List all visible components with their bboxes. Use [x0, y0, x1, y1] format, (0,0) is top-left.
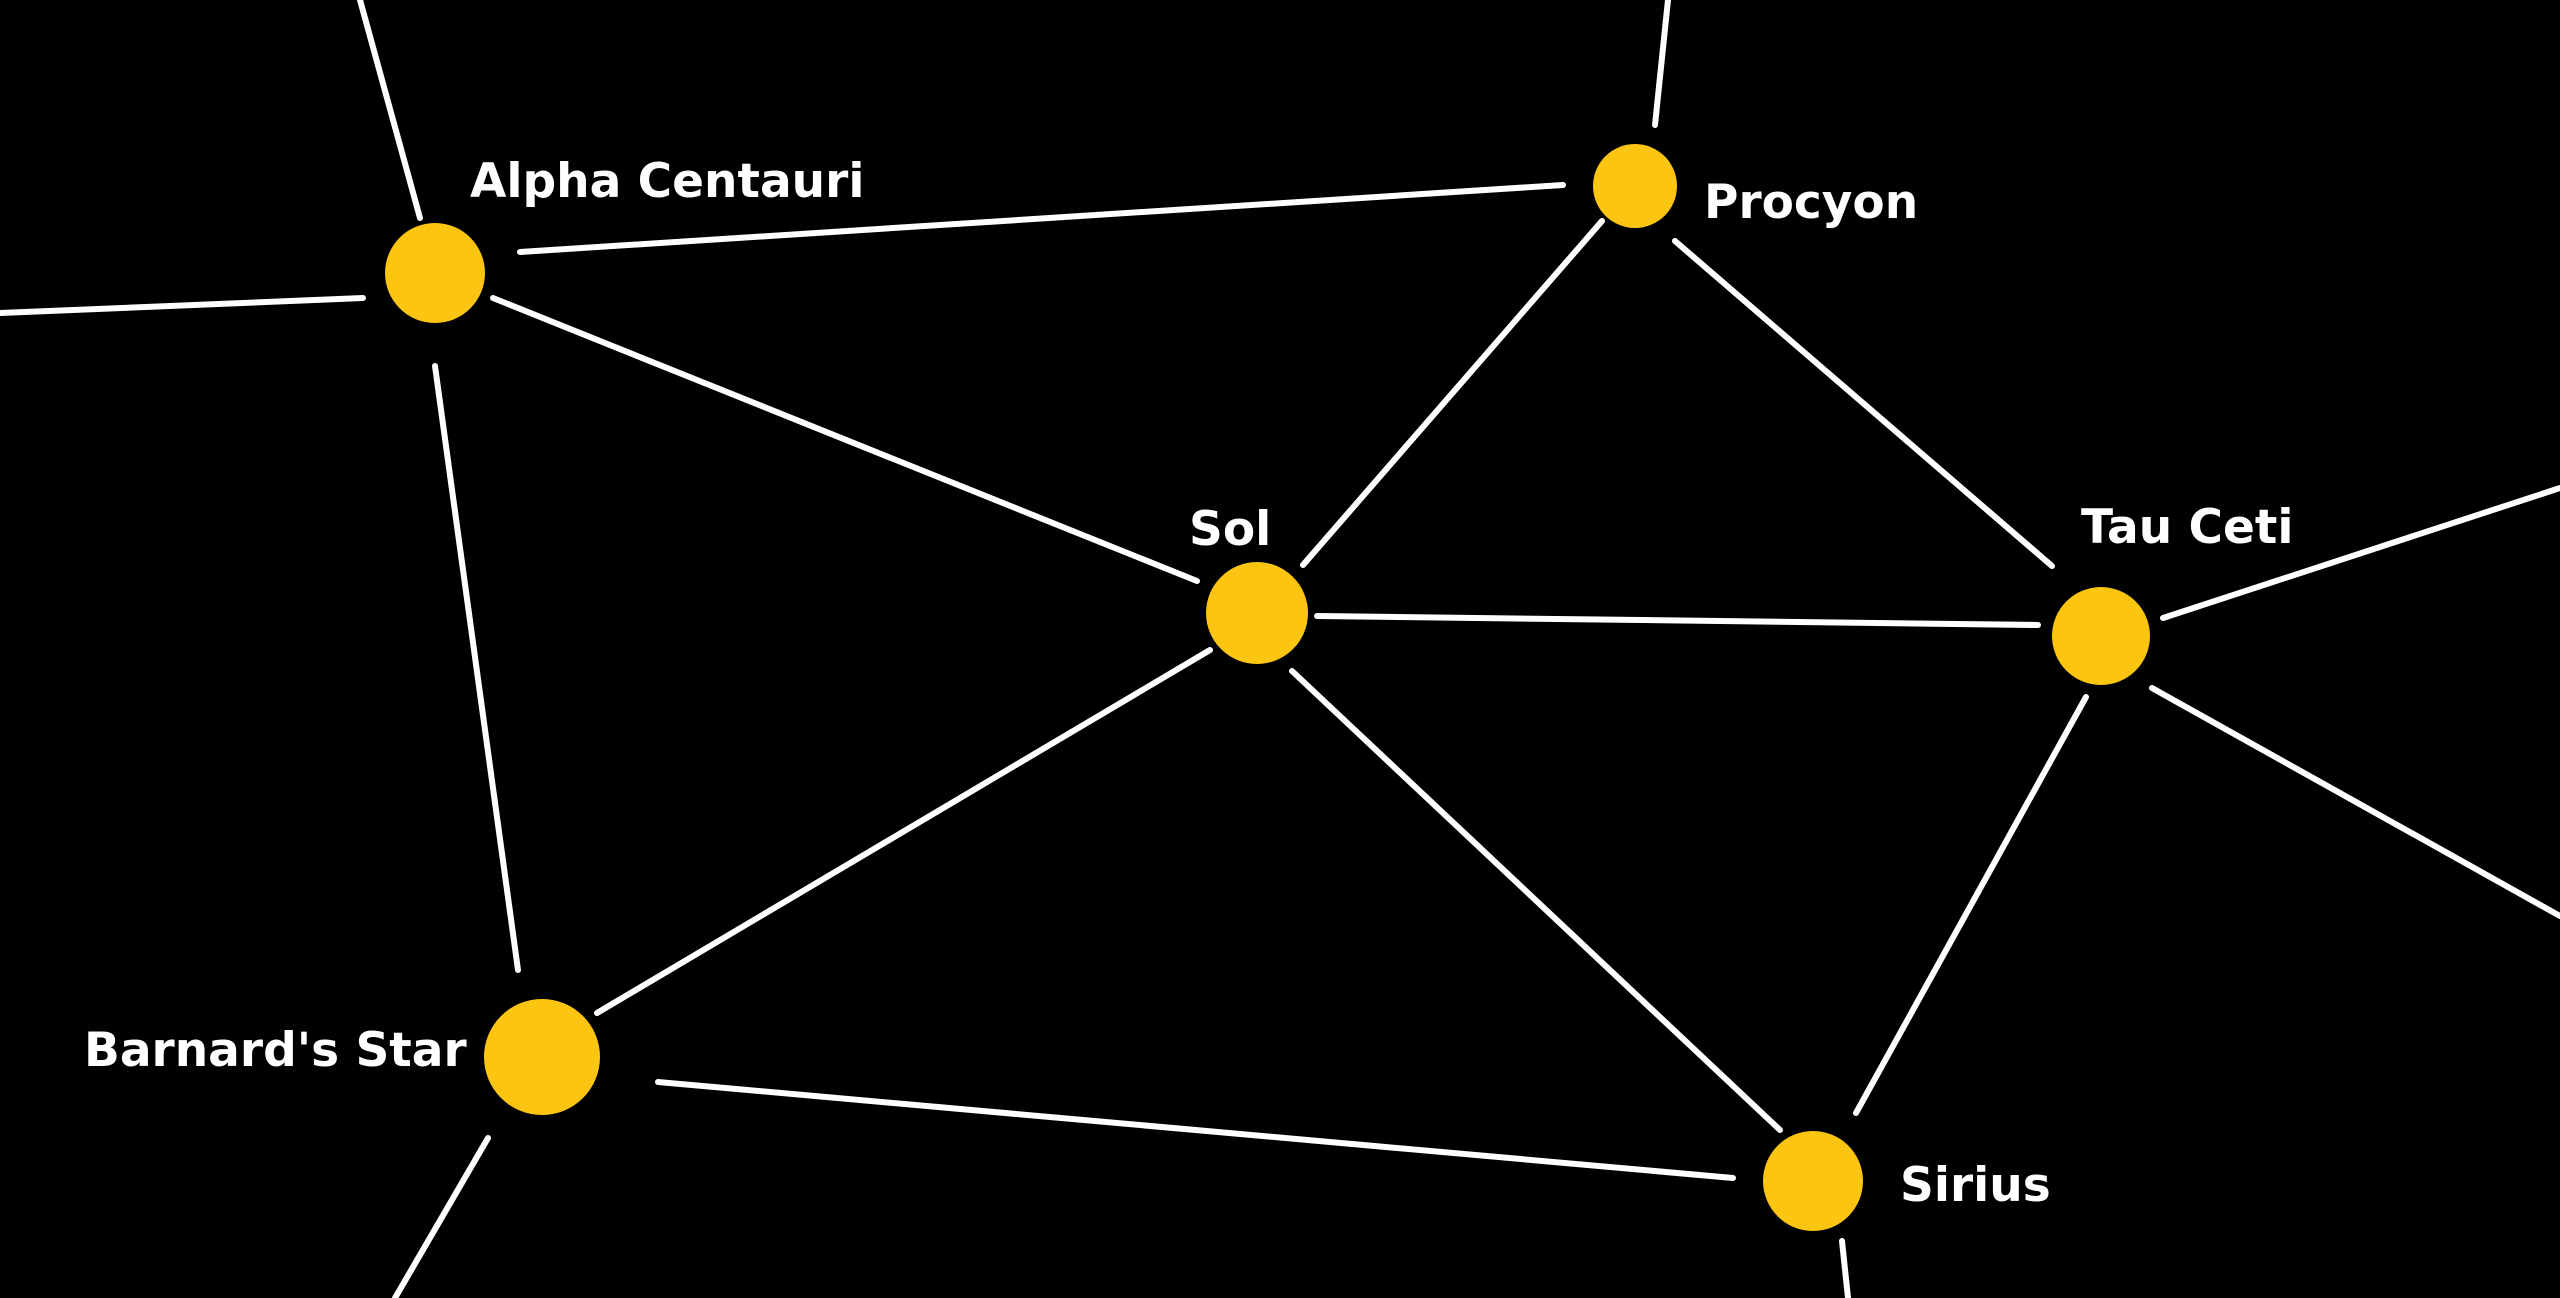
- star-sirius-icon: [1763, 1131, 1863, 1231]
- lane-offmap-alpha-centauri-west: [0, 295, 366, 316]
- lane-sol-sirius: [1289, 668, 1783, 1133]
- star-barnards-star-icon: [484, 999, 600, 1115]
- lane-sol-barnards-star: [594, 647, 1213, 1016]
- star-sirius[interactable]: Sirius: [1763, 1131, 2051, 1231]
- star-procyon[interactable]: Procyon: [1593, 144, 1918, 230]
- star-barnards-star-label: Barnard's Star: [84, 1023, 467, 1078]
- lane-alpha-centauri-barnards-star: [432, 363, 521, 973]
- lane-sol-tau-ceti: [1314, 613, 2041, 628]
- lane-offmap-tau-ceti-east: [2160, 485, 2560, 621]
- star-tau-ceti[interactable]: Tau Ceti: [2052, 500, 2294, 685]
- star-sol-icon: [1206, 562, 1308, 664]
- star-systems: Alpha Centauri Procyon Sol Tau Ceti Barn…: [84, 144, 2294, 1231]
- star-sol-label: Sol: [1189, 502, 1271, 557]
- star-barnards-star[interactable]: Barnard's Star: [84, 999, 600, 1115]
- star-sol[interactable]: Sol: [1189, 502, 1308, 664]
- star-alpha-centauri[interactable]: Alpha Centauri: [385, 154, 864, 323]
- star-procyon-icon: [1593, 144, 1677, 228]
- lane-alpha-centauri-procyon: [517, 182, 1566, 255]
- star-sirius-label: Sirius: [1900, 1158, 2051, 1213]
- lane-offmap-procyon-north: [1652, 0, 1671, 128]
- star-procyon-label: Procyon: [1704, 175, 1918, 230]
- lane-offmap-sirius-south: [1839, 1238, 1851, 1298]
- lane-tau-ceti-sirius: [1853, 694, 2089, 1116]
- star-alpha-centauri-label: Alpha Centauri: [470, 154, 864, 209]
- lane-alpha-centauri-sol: [490, 295, 1200, 584]
- star-alpha-centauri-icon: [385, 223, 485, 323]
- lane-barnards-star-sirius: [655, 1079, 1736, 1181]
- lane-procyon-sol: [1300, 218, 1605, 568]
- lane-offmap-barnards-star-south: [392, 1135, 491, 1298]
- lane-offmap-tau-ceti-southeast: [2149, 685, 2560, 919]
- star-tau-ceti-label: Tau Ceti: [2081, 500, 2294, 555]
- lane-procyon-tau-ceti: [1672, 238, 2055, 569]
- lane-offmap-alpha-centauri-north: [357, 0, 423, 221]
- star-tau-ceti-icon: [2052, 587, 2150, 685]
